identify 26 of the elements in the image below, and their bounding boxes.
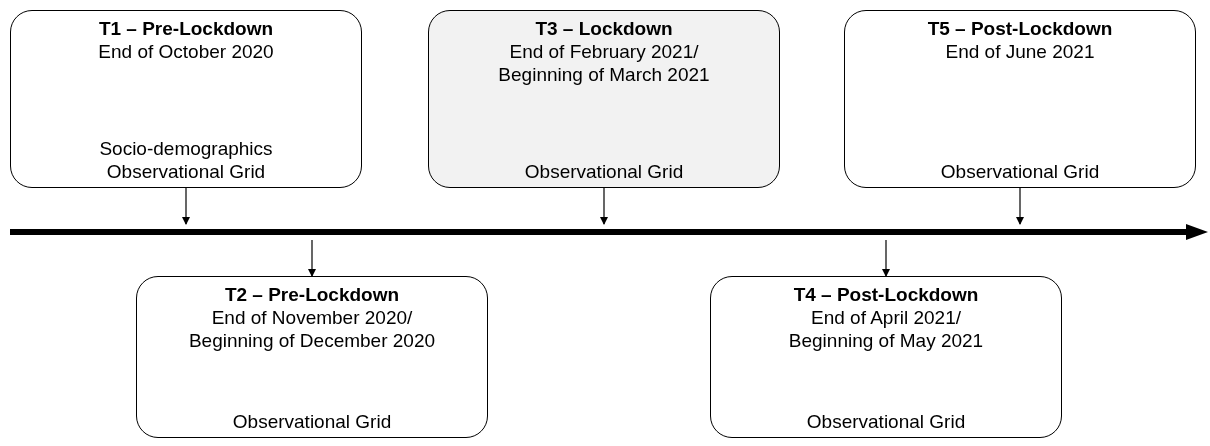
stage-box <box>10 10 362 188</box>
stage-box <box>428 10 780 188</box>
instrument-text: Observational Grid <box>232 410 392 433</box>
instrument-text: Socio-demographics <box>99 137 273 160</box>
date-text: End of April 2021/ Beginning of May 2021 <box>787 306 985 352</box>
date-text: End of February 2021/ Beginning of March 2021 <box>497 40 711 86</box>
stage-title: T3 – Lockdown <box>535 17 673 40</box>
stage-box <box>844 10 1196 188</box>
date-text: End of October 2020 <box>98 40 274 63</box>
stage-title: T1 – Pre-Lockdown <box>98 17 274 40</box>
stage-title: T4 – Post-Lockdown <box>793 283 979 306</box>
instrument-text: Observational Grid <box>806 410 966 433</box>
instrument-text: Observational Grid <box>106 160 266 183</box>
arrow <box>308 239 316 277</box>
stage-box <box>710 276 1062 438</box>
stage-title: T5 – Post-Lockdown <box>927 17 1113 40</box>
arrow <box>182 187 190 225</box>
date-text: End of June 2021 <box>945 40 1095 63</box>
instrument-text: Observational Grid <box>524 160 684 183</box>
arrow <box>600 187 608 225</box>
arrow <box>1016 187 1024 225</box>
date-text: End of November 2020/ Beginning of December 2020 <box>187 306 437 352</box>
arrow <box>882 239 890 277</box>
stage-box <box>136 276 488 438</box>
stage-title: T2 – Pre-Lockdown <box>224 283 400 306</box>
instrument-text: Observational Grid <box>940 160 1100 183</box>
